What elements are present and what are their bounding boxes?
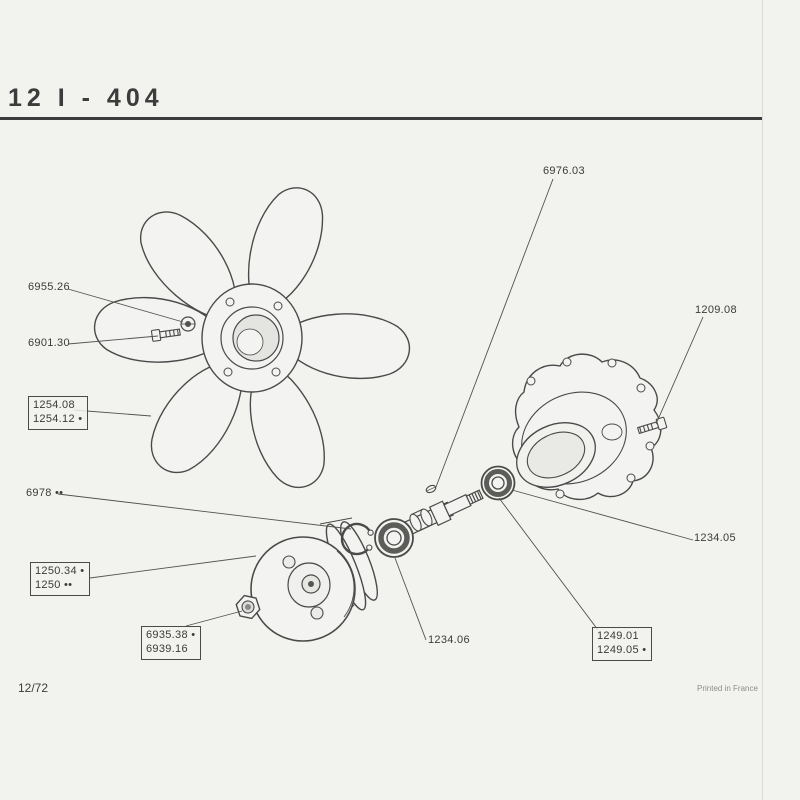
bearing-rear — [374, 518, 414, 558]
part-label-1250: 1250 •• — [35, 579, 73, 592]
leader-1249 — [498, 497, 599, 631]
part-label-6901-30: 6901.30 — [28, 337, 70, 349]
page-number: 12/72 — [18, 681, 49, 695]
part-label-1234-06: 1234.06 — [428, 634, 470, 646]
leader-6978 — [57, 493, 352, 530]
part-label-box-1250: 1250.34 • 1250 •• — [30, 562, 91, 596]
fan-screw — [180, 316, 196, 332]
shaft-spacer — [409, 508, 433, 532]
part-label-1234-05: 1234.05 — [694, 532, 736, 544]
woodruff-key — [425, 484, 437, 494]
leader-1234-06 — [394, 557, 427, 641]
leader-6955-26 — [67, 288, 184, 323]
fan-bolt — [150, 328, 181, 342]
fan-hub — [201, 283, 303, 393]
part-label-1249-01: 1249.01 — [597, 630, 639, 642]
leader-6935 — [185, 610, 243, 627]
printed-in-france-note: Printed in France — [697, 684, 758, 693]
part-label-6976-03: 6976.03 — [543, 165, 585, 177]
part-label-6978: 6978 •• — [26, 487, 64, 499]
part-label-box-1249: 1249.01 1249.05 • — [592, 627, 653, 661]
leader-1250 — [89, 555, 257, 579]
part-label-box-1254: 1254.08 1254.12 • — [28, 396, 89, 430]
part-label-1250-34: 1250.34 • — [35, 565, 85, 577]
part-label-1254-08: 1254.08 — [33, 399, 75, 411]
circlip — [340, 522, 374, 556]
leader-1234-05 — [511, 489, 694, 541]
water-pump-housing — [512, 353, 662, 500]
leader-6901-30 — [67, 335, 159, 345]
part-label-6955-26: 6955.26 — [28, 281, 70, 293]
part-label-6935-38: 6935.38 • — [146, 629, 196, 641]
part-label-1209-08: 1209.08 — [695, 304, 737, 316]
part-label-1254-12: 1254.12 • — [33, 413, 83, 426]
pulley — [250, 517, 378, 642]
cooling-fan — [93, 187, 411, 488]
header-rule — [0, 117, 763, 120]
bearing-front — [480, 465, 516, 501]
housing-bolt — [636, 416, 668, 435]
page-edge-line — [762, 0, 763, 800]
leader-6976-03 — [435, 178, 554, 488]
leader-1209-08 — [655, 316, 704, 425]
part-label-box-6935: 6935.38 • 6939.16 — [141, 626, 202, 660]
page-title: 12 I - 404 — [8, 84, 164, 112]
part-label-6939-16: 6939.16 — [146, 643, 188, 656]
hub-nut — [235, 594, 261, 620]
part-label-1249-05: 1249.05 • — [597, 644, 647, 657]
